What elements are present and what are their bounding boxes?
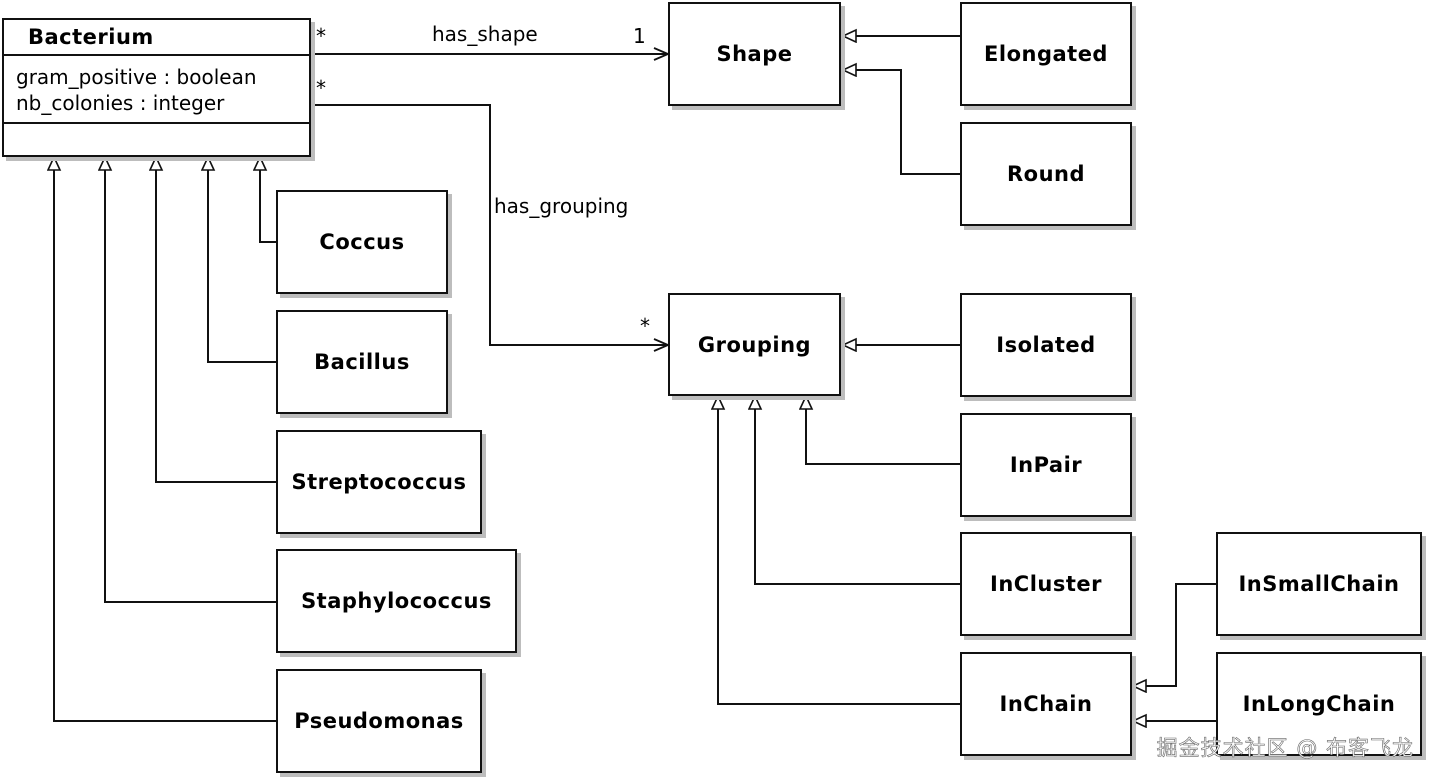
class-coccus[interactable]: Coccus [276,190,448,294]
class-incluster-name: InCluster [990,572,1102,596]
class-grouping-name: Grouping [697,332,812,357]
has-shape-source-multiplicity: * [316,24,326,48]
class-bacterium-attributes: gram_positive : boolean nb_colonies : in… [4,56,309,124]
class-pseudomonas-name: Pseudomonas [294,709,464,733]
class-round[interactable]: Round [960,122,1132,226]
inchain-generalization [718,396,960,705]
has-shape-target-multiplicity: 1 [633,24,646,48]
class-elongated[interactable]: Elongated [960,2,1132,106]
round-generalization [843,70,960,175]
class-insmallchain[interactable]: InSmallChain [1216,532,1422,636]
class-bacterium[interactable]: Bacterium gram_positive : boolean nb_col… [2,18,311,157]
class-grouping[interactable]: Grouping [668,293,841,396]
class-streptococcus[interactable]: Streptococcus [276,430,482,534]
class-streptococcus-name: Streptococcus [291,470,467,494]
class-inchain[interactable]: InChain [960,652,1132,756]
class-inpair[interactable]: InPair [960,413,1132,517]
coccus-generalization [260,157,276,243]
class-round-name: Round [1006,162,1086,186]
streptococcus-generalization [156,157,276,483]
has-shape-label: has_shape [432,22,538,46]
class-inlongchain-name: InLongChain [1242,692,1396,716]
class-bacterium-name: Bacterium [4,20,309,56]
attribute-nb-colonies: nb_colonies : integer [16,91,225,115]
incluster-generalization [755,396,960,585]
has-grouping-label: has_grouping [494,194,629,218]
class-staphylococcus[interactable]: Staphylococcus [276,549,517,653]
class-isolated[interactable]: Isolated [960,293,1132,397]
inpair-generalization [806,396,960,465]
class-shape-name: Shape [716,42,793,66]
has-grouping-target-multiplicity: * [640,314,650,338]
class-coccus-name: Coccus [319,230,405,254]
attribute-gram-positive: gram_positive : boolean [16,65,257,89]
has-grouping-source-multiplicity: * [316,76,326,100]
staphylococcus-generalization [105,157,276,603]
class-isolated-name: Isolated [996,333,1096,357]
class-insmallchain-name: InSmallChain [1238,572,1400,596]
class-inlongchain[interactable]: InLongChain [1216,652,1422,756]
class-inpair-name: InPair [1009,453,1083,477]
class-bacillus[interactable]: Bacillus [276,310,448,414]
has-grouping-line [311,104,668,345]
class-staphylococcus-name: Staphylococcus [301,589,492,613]
insmallchain-generalization [1133,583,1216,686]
class-shape[interactable]: Shape [668,2,841,106]
watermark: 掘金技术社区 @ 布客飞龙 [1156,736,1414,761]
class-pseudomonas[interactable]: Pseudomonas [276,669,482,773]
class-inchain-name: InChain [999,692,1093,716]
class-incluster[interactable]: InCluster [960,532,1132,636]
pseudomonas-generalization [54,157,276,722]
class-bacillus-name: Bacillus [314,350,410,374]
bacillus-generalization [208,157,276,363]
class-elongated-name: Elongated [984,42,1108,66]
